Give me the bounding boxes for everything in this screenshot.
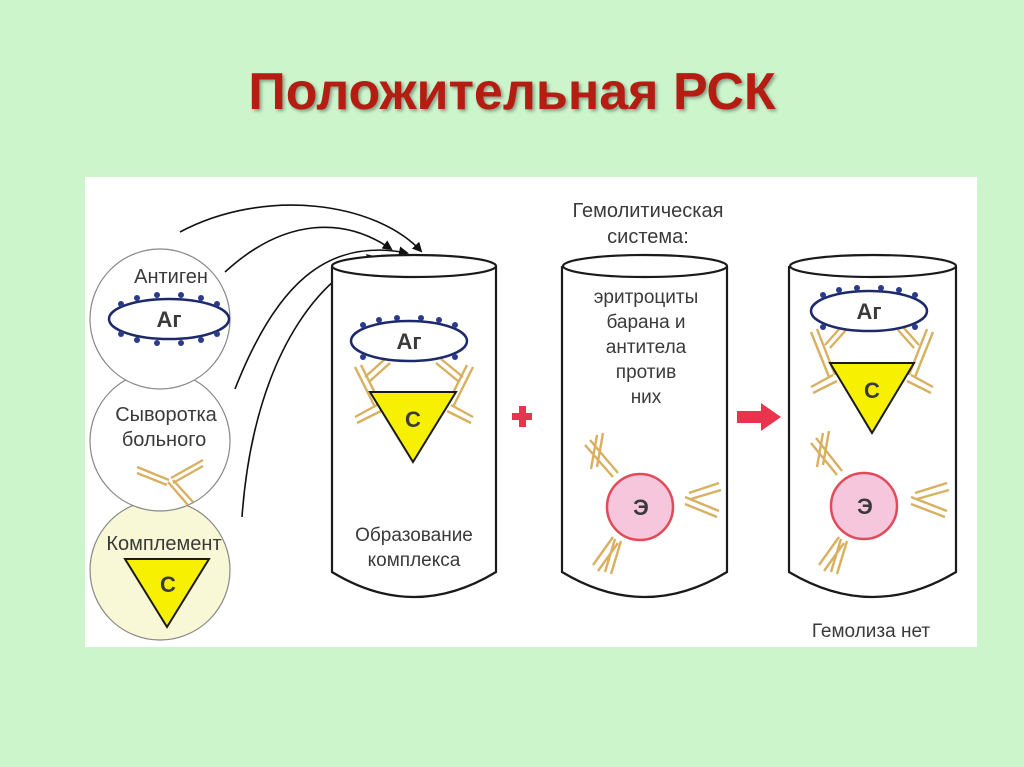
- tube2-text-line5: них: [631, 387, 662, 408]
- tube2-erythrocyte-symbol: Э: [633, 495, 649, 520]
- tube1-antigen-symbol: Аг: [396, 329, 421, 354]
- rsk-diagram: Антиген Аг Сыворотка больного Комплемент…: [89, 200, 958, 642]
- tube1-caption-line1: Образование: [355, 525, 473, 546]
- serum-label-line1: Сыворотка: [115, 404, 217, 426]
- tube2-antibodies: [584, 432, 722, 575]
- complement-symbol: С: [160, 572, 176, 597]
- result-arrow: [737, 403, 781, 431]
- tube2-text-line3: антитела: [606, 337, 687, 358]
- tube2-erythrocyte: [605, 472, 675, 542]
- plus-sign: [512, 406, 532, 427]
- hemolytic-label-line2: система:: [607, 226, 689, 248]
- tube1-complement-symbol: С: [405, 407, 421, 432]
- complement-triangle: [123, 558, 211, 629]
- tube3-erythrocyte: [829, 471, 899, 541]
- result-caption: Гемолиза нет: [812, 621, 930, 642]
- tube3-antibodies-top: [809, 326, 935, 395]
- page-title: Положительная РСК: [248, 63, 776, 121]
- tube1-antigen: [349, 315, 469, 363]
- tube3-complement: [828, 362, 916, 435]
- tube1-caption-line2: комплекса: [368, 550, 461, 571]
- tube1-antibodies: [353, 358, 475, 425]
- serum-label-line2: больного: [122, 429, 206, 451]
- antibody-icon: [136, 458, 204, 506]
- tube3-complement-symbol: С: [864, 378, 880, 403]
- antigen-symbol: Аг: [156, 307, 181, 332]
- tube3-antigen-symbol: Аг: [856, 299, 881, 324]
- complement-label: Комплемент: [106, 533, 221, 555]
- tube3-erythrocyte-symbol: Э: [857, 494, 873, 519]
- antigen-label: Антиген: [134, 266, 208, 288]
- tube2-text-line2: барана и: [606, 312, 685, 333]
- tube2-text-line4: против: [616, 362, 676, 383]
- antigen-ellipse: [107, 292, 231, 346]
- tube-2: [560, 253, 729, 599]
- tube2-text-line1: эритроциты: [594, 287, 699, 308]
- tube1-complement: [368, 391, 458, 464]
- tube3-antibodies-bottom: [810, 430, 950, 575]
- hemolytic-label-line1: Гемолитическая: [573, 200, 724, 222]
- diagram-panel: Антиген Аг Сыворотка больного Комплемент…: [85, 177, 977, 647]
- tube3-antigen: [809, 285, 929, 333]
